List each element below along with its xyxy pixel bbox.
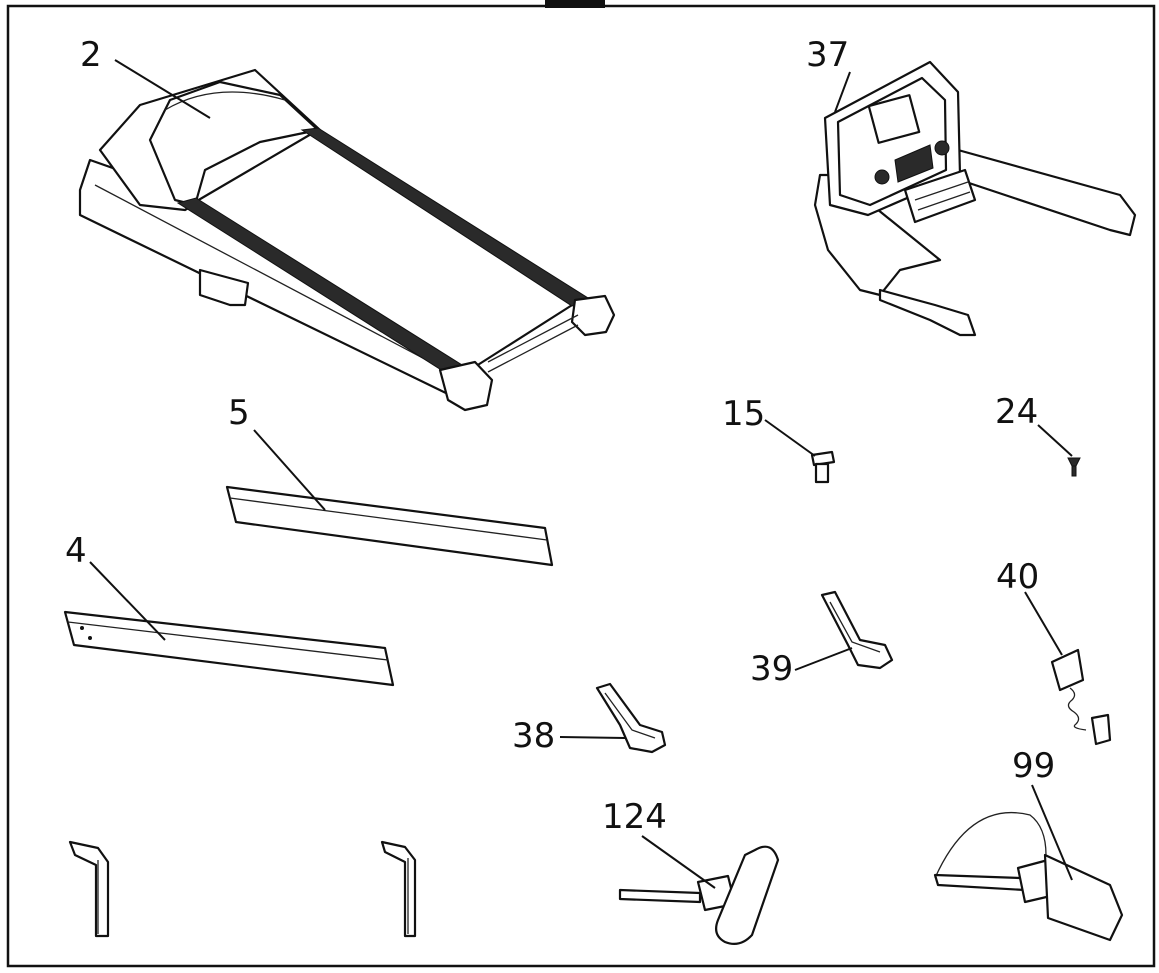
label-bracket-38: 38 (512, 716, 555, 756)
safety-key (1050, 648, 1112, 746)
bracket-38 (595, 682, 667, 754)
hex-key-right (380, 840, 417, 938)
leader-bolt (764, 419, 816, 457)
leader-bracket-39 (794, 647, 853, 671)
label-bracket-39: 39 (750, 649, 793, 689)
leader-t-wrench (641, 835, 716, 889)
label-console: 37 (806, 35, 849, 75)
bar-4 (63, 610, 395, 687)
label-bar-5: 5 (228, 393, 250, 433)
leader-console (834, 71, 851, 113)
label-lubricant: 99 (1012, 746, 1055, 786)
leader-bracket-38 (559, 736, 626, 739)
bar-5 (225, 485, 554, 567)
label-t-wrench: 124 (602, 797, 667, 837)
title-fragment (545, 0, 605, 8)
leader-bar-4 (89, 561, 166, 641)
bracket-39 (820, 590, 894, 670)
label-deck: 2 (80, 35, 102, 75)
t-wrench (618, 845, 780, 945)
lubricant-bottle (933, 811, 1124, 942)
label-bar-4: 4 (65, 531, 87, 571)
label-safety-key: 40 (996, 557, 1039, 597)
leader-deck (114, 59, 211, 119)
bolt (810, 450, 836, 484)
leader-lubricant (1031, 784, 1073, 881)
leader-screw (1037, 424, 1073, 457)
label-bolt: 15 (722, 394, 765, 434)
hex-key-left (68, 840, 110, 938)
console-assembly (813, 60, 1137, 337)
leader-bar-5 (253, 429, 326, 511)
screw (1067, 457, 1081, 477)
leader-safety-key (1024, 591, 1063, 656)
treadmill-deck (78, 68, 616, 412)
label-screw: 24 (995, 392, 1038, 432)
